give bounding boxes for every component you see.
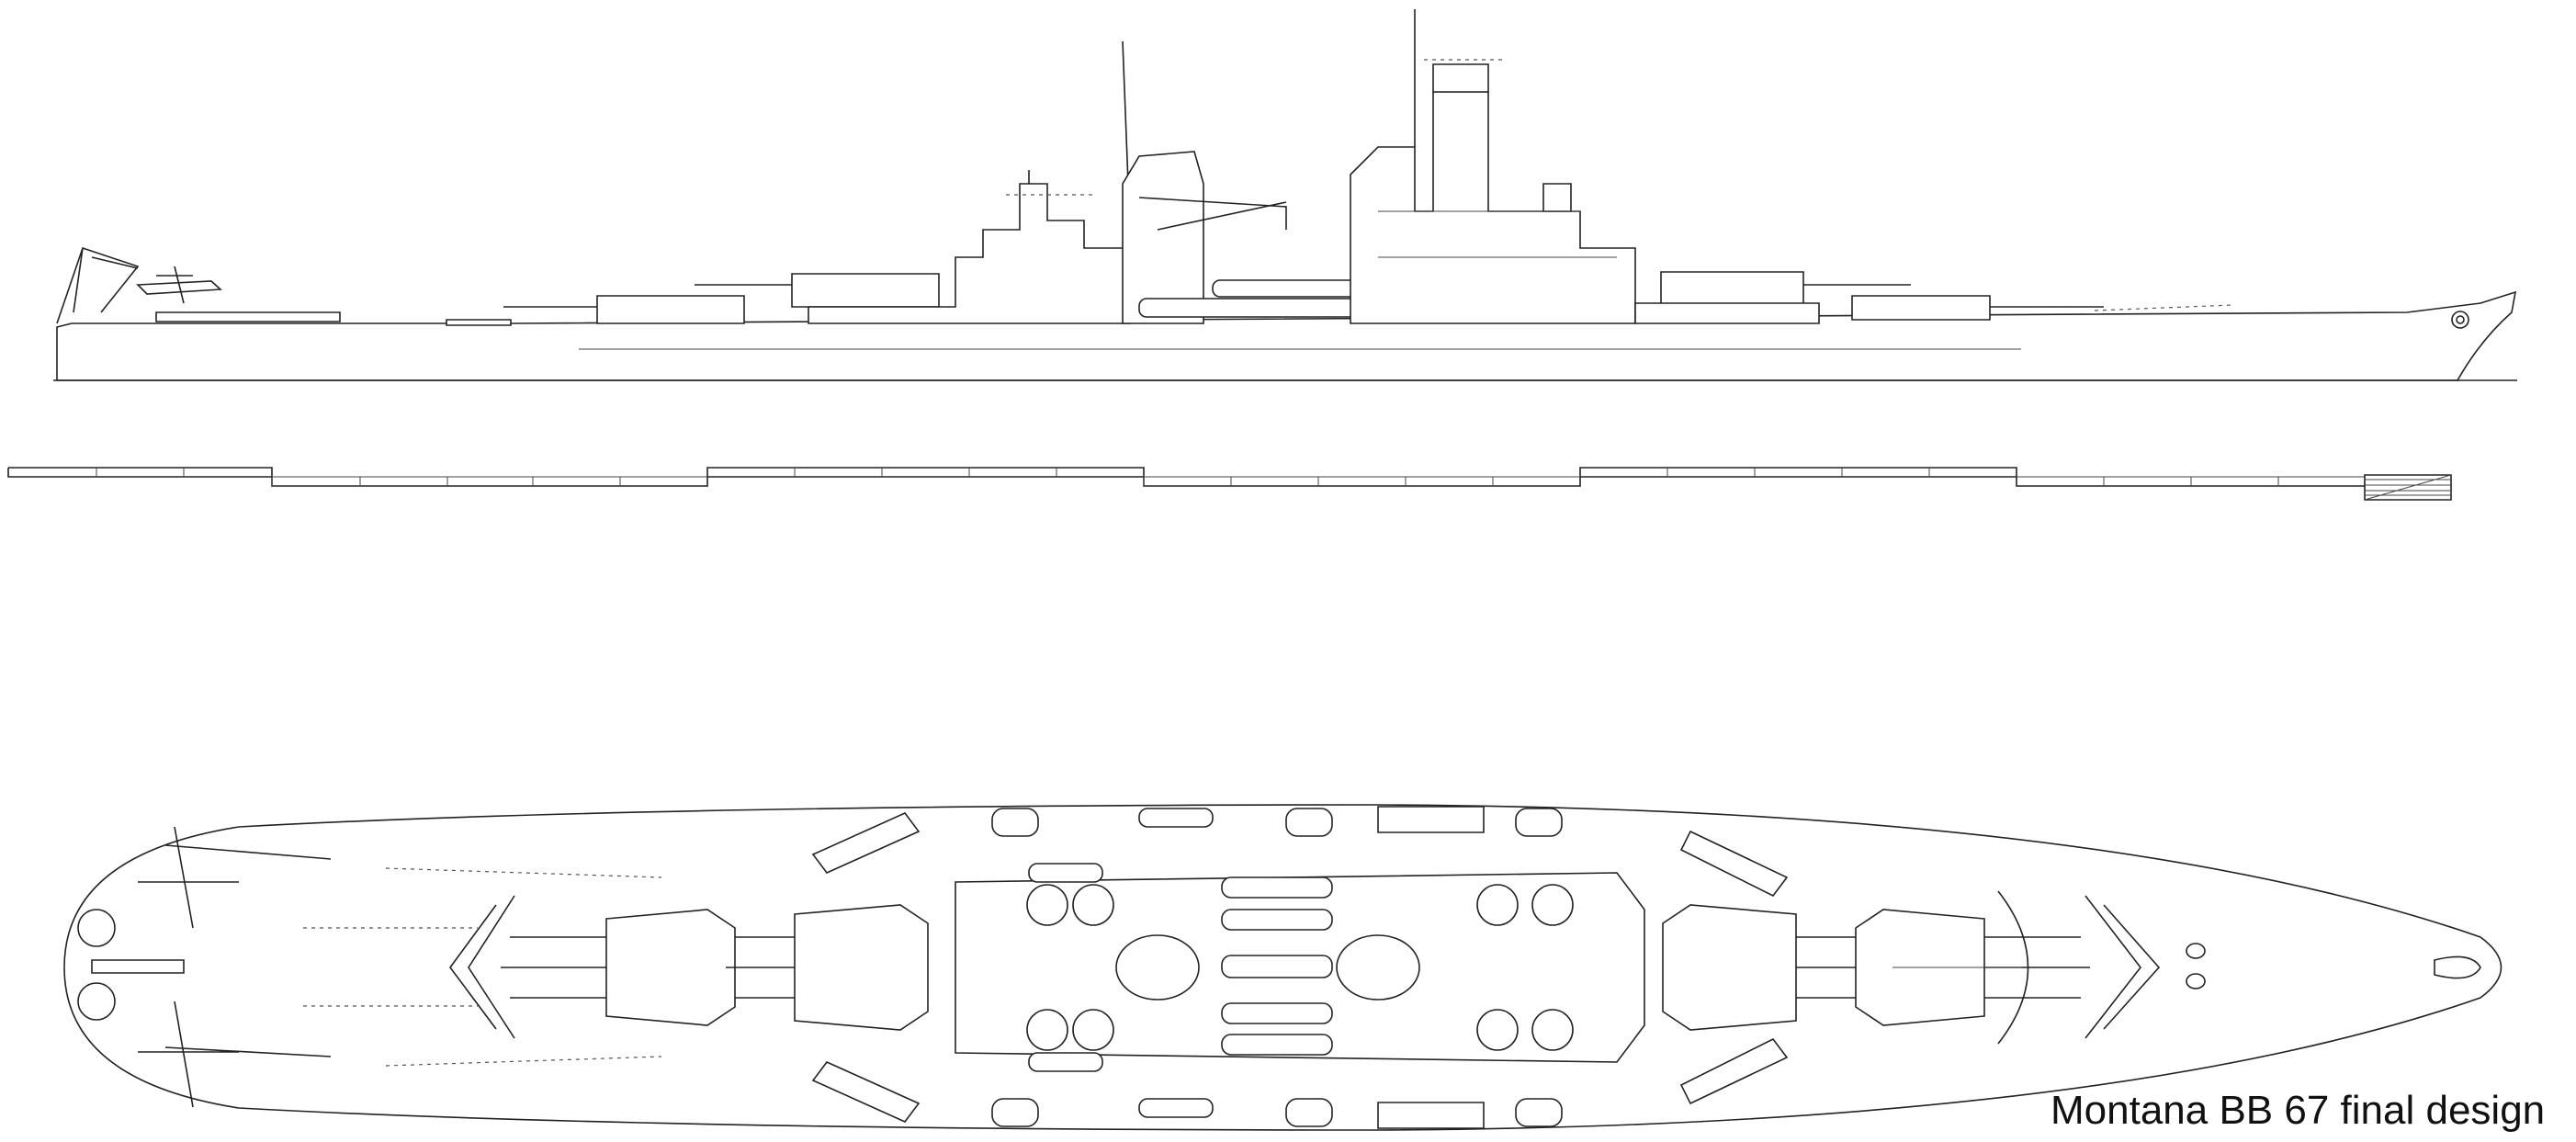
boat-crane xyxy=(1139,198,1286,230)
turret-1-side xyxy=(1852,296,1990,320)
floatplane-side xyxy=(138,266,220,303)
floatplane-plan-1 xyxy=(138,827,331,928)
breakwater xyxy=(1998,891,2028,1044)
boats-plan xyxy=(1029,808,1332,1117)
turret-4-plan xyxy=(501,910,735,1025)
side-profile xyxy=(53,9,2517,380)
fore-rail xyxy=(2095,305,2232,311)
secondary-mounts xyxy=(1027,885,1573,1050)
aa-mount-aft-1 xyxy=(78,910,115,946)
aft-deckhouse-small xyxy=(446,320,511,325)
turret-4-side xyxy=(597,296,744,323)
catapult-side xyxy=(156,312,340,322)
turret-3-plan xyxy=(726,905,928,1030)
aft-funnel xyxy=(1123,152,1203,323)
bow-fairlead xyxy=(2435,956,2480,978)
fore-funnel-plan xyxy=(1337,935,1419,1000)
aft-crane xyxy=(57,248,138,323)
aa-chevron-fore xyxy=(2085,896,2159,1038)
turret-2-barbette xyxy=(1635,303,1819,323)
aft-funnel-plan xyxy=(1116,935,1199,1000)
hawse-pipe xyxy=(2452,311,2469,328)
floatplane-plan-2 xyxy=(138,1001,331,1107)
main-mast xyxy=(1123,41,1128,184)
hawse-pipe-inner xyxy=(2457,316,2464,323)
aft-superstructure xyxy=(808,184,1130,323)
fire-control-director xyxy=(1433,64,1488,92)
aa-mount-aft-2 xyxy=(78,983,115,1020)
scale-bar xyxy=(8,468,2451,500)
anchor-hawses xyxy=(2186,944,2205,989)
quad-aa-sponsons xyxy=(813,813,1787,1122)
aa-chevron-aft xyxy=(450,896,514,1038)
drawing-caption: Montana BB 67 final design xyxy=(2051,1088,2546,1133)
boat-side-1 xyxy=(1213,280,1360,297)
aa-tubs xyxy=(992,807,1562,1128)
sec-director xyxy=(1543,184,1571,211)
boat-side-2 xyxy=(1139,299,1360,317)
aft-crane-plan xyxy=(92,960,184,973)
top-view xyxy=(64,805,2502,1130)
turret-3-side xyxy=(792,274,939,307)
turret-2-plan xyxy=(1663,905,1865,1030)
fore-superstructure xyxy=(1350,92,1635,323)
turret-2-side xyxy=(1661,272,1803,305)
